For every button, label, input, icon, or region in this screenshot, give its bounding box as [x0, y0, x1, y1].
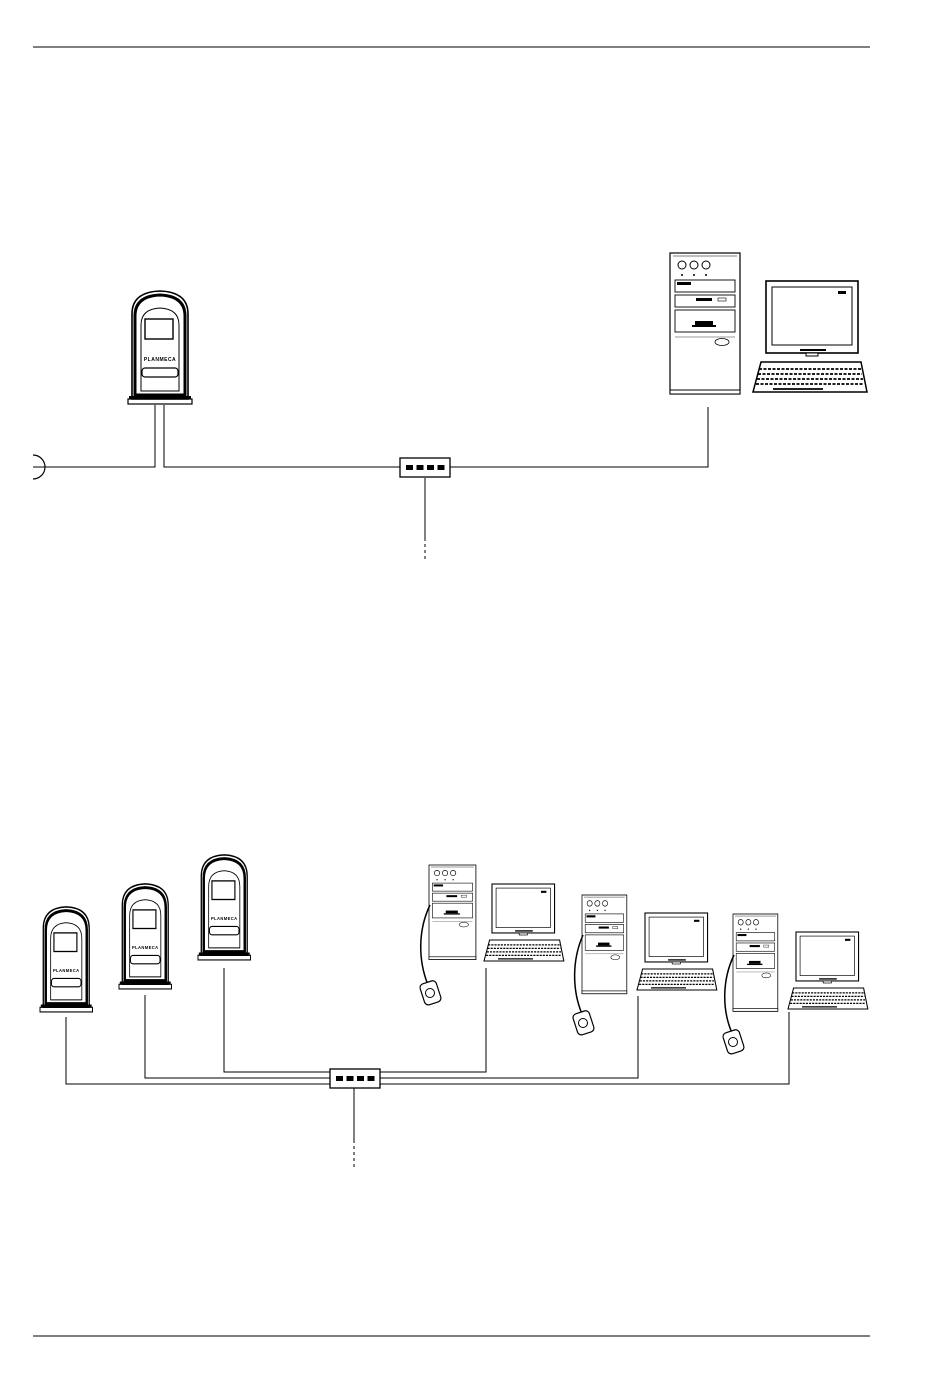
unit-2-cable: [145, 995, 330, 1078]
brand-label: PLANMECA: [211, 916, 238, 921]
external-connection-cable: [33, 405, 155, 467]
workstation-2-cable: [378, 996, 638, 1078]
workstation-3: [722, 914, 868, 1055]
monitor: [645, 913, 708, 964]
keyboard: [484, 940, 564, 961]
unit-to-hub-cable: [164, 405, 400, 467]
computer-tower: [429, 865, 476, 959]
monitor: [766, 281, 858, 356]
keyboard: [637, 969, 717, 990]
imaging-unit: PLANMECA: [128, 291, 192, 404]
keyboard: [788, 988, 868, 1009]
bottom-network-diagram: PLANMECA PLANMECA PLANMECA: [40, 855, 868, 1167]
computer-tower: [582, 895, 627, 994]
imaging-unit-3: PLANMECA: [198, 855, 250, 960]
intraoral-sensor: [572, 1010, 595, 1036]
intraoral-sensor: [722, 1029, 745, 1055]
unit-3-cable: [224, 968, 330, 1072]
brand-label: PLANMECA: [144, 357, 176, 363]
brand-label: PLANMECA: [132, 945, 159, 950]
unit-1-cable: [66, 1017, 330, 1084]
imaging-unit-1: PLANMECA: [40, 907, 92, 1012]
workstation-2: [572, 895, 717, 1036]
top-network-diagram: PLANMECA: [33, 253, 867, 562]
brand-label: PLANMECA: [53, 968, 80, 973]
sensor-cable: [725, 955, 734, 1033]
imaging-unit-2: PLANMECA: [119, 884, 171, 989]
monitor: [492, 884, 555, 935]
intraoral-sensor: [419, 980, 442, 1006]
network-hub: [400, 458, 450, 477]
network-hub: [330, 1069, 380, 1088]
computer-tower: [670, 253, 740, 394]
keyboard: [753, 362, 867, 392]
workstation-1: [419, 865, 564, 1006]
hub-to-pc-cable: [450, 407, 708, 467]
computer-tower: [733, 914, 778, 1011]
monitor: [796, 932, 859, 983]
